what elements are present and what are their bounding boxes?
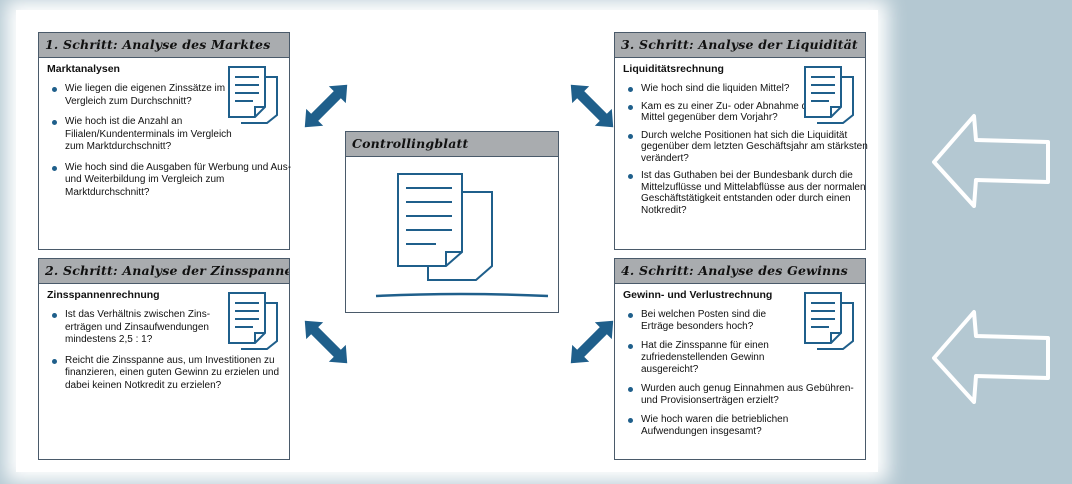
document-icon [228,292,278,350]
list-item: Wie liegen die eigenen Zinssätze im Verg… [52,83,241,108]
document-icon [375,173,549,298]
step-2-list: Ist das Verhältnis zwischen Zins-erträge… [47,309,279,400]
left-arrow-icon [932,310,1050,404]
list-item: Hat die Zinsspanne für einen zufriedenst… [628,340,811,376]
controlling-title: Controllingblatt [346,132,558,157]
step-4-subtitle: Gewinn- und Verlustrechnung [623,289,773,301]
list-item: Wie hoch waren die betrieblichen Aufwend… [628,414,821,438]
list-item: Durch welche Positionen hat sich die Liq… [628,129,868,164]
step-4-title: 4. Schritt: Analyse des Gewinns [615,259,865,284]
list-item: Reicht die Zinsspanne aus, um Investitio… [52,355,291,393]
step-2-subtitle: Zinsspannenrechnung [47,289,160,301]
list-item: Wie hoch ist die Anzahl an Filialen/Kund… [52,116,241,154]
list-item: Ist das Verhältnis zwischen Zins-erträge… [52,309,215,347]
step-4-box: 4. Schritt: Analyse des Gewinns Gewinn- … [614,258,866,460]
list-item: Ist das Guthaben bei der Bundesbank durc… [628,170,869,216]
step-3-title: 3. Schritt: Analyse der Liquidität [615,33,865,58]
document-icon [804,292,854,350]
left-arrow-icon [932,114,1050,208]
step-1-subtitle: Marktanalysen [47,63,120,75]
step-4-list: Bei welchen Posten sind die Erträge beso… [623,309,869,438]
list-item: Wurden auch genug Einnahmen aus Gebühren… [628,383,869,407]
list-item: Wie hoch sind die Ausgaben für Werbung u… [52,162,295,200]
step-3-subtitle: Liquiditätsrechnung [623,63,724,75]
list-item: Wie hoch sind die liquiden Mittel? [628,83,821,95]
double-arrow-icon [570,320,614,364]
document-icon [804,66,854,124]
list-item: Bei welchen Posten sind die Erträge beso… [628,309,771,333]
step-1-title: 1. Schritt: Analyse des Marktes [39,33,289,58]
list-item: Kam es zu einer Zu- oder Abnahme der liq… [628,101,869,124]
step-1-list: Wie liegen die eigenen Zinssätze im Verg… [47,83,291,207]
step-1-box: 1. Schritt: Analyse des Marktes Marktana… [38,32,291,250]
document-icon [228,66,278,124]
step-3-box: 3. Schritt: Analyse der Liquidität Liqui… [614,32,869,250]
step-3-list: Wie hoch sind die liquiden Mittel? Kam e… [623,83,869,216]
step-2-box: 2. Schritt: Analyse der Zinsspanne Zinss… [38,258,290,460]
double-arrow-icon [570,84,614,128]
double-arrow-icon [304,84,348,128]
step-2-title: 2. Schritt: Analyse der Zinsspanne [39,259,289,284]
double-arrow-icon [304,320,348,364]
